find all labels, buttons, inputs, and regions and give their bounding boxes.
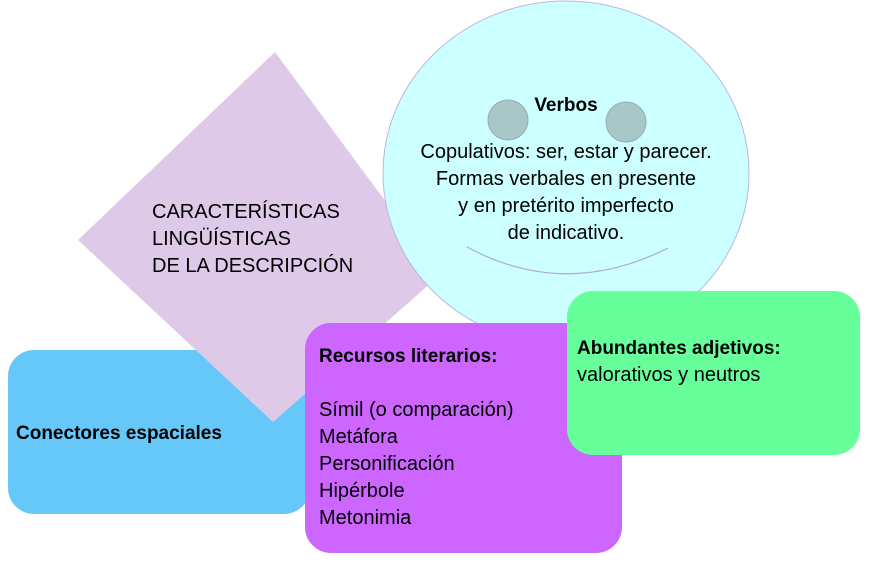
diamond-line: DE LA DESCRIPCIÓN (152, 255, 354, 277)
resources-item: Metáfora (319, 426, 398, 448)
right-eye-icon (605, 101, 647, 143)
verbs-line: de indicativo. (507, 222, 625, 244)
resources-item: Hipérbole (319, 480, 405, 502)
verbs-title: Verbos (534, 95, 598, 116)
diamond-line: CARACTERÍSTICAS (152, 201, 340, 223)
adjectives-box: Abundantes adjetivos: valorativos y neut… (567, 291, 860, 455)
resources-item: Metonimia (319, 507, 412, 529)
resources-item: Símil (o comparación) (319, 399, 514, 421)
verbs-text: Verbos Copulativos: ser, estar y parecer… (386, 92, 746, 247)
verbs-line: Copulativos: ser, estar y parecer. (420, 141, 712, 163)
left-eye-icon (487, 99, 529, 141)
diamond-text: CARACTERÍSTICAS LINGÜÍSTICAS DE LA DESCR… (152, 199, 353, 280)
connectors-title: Conectores espaciales (16, 423, 222, 444)
resources-title: Recursos literarios: (319, 346, 498, 367)
smile-curve (466, 246, 669, 275)
verbs-line: y en pretérito imperfecto (458, 195, 674, 217)
adjectives-title: Abundantes adjetivos: (577, 338, 781, 359)
verbs-line: Formas verbales en presente (435, 168, 697, 190)
diamond-line: LINGÜÍSTICAS (152, 228, 291, 250)
resources-item: Personificación (319, 453, 455, 475)
adjectives-subtitle: valorativos y neutros (577, 364, 761, 386)
